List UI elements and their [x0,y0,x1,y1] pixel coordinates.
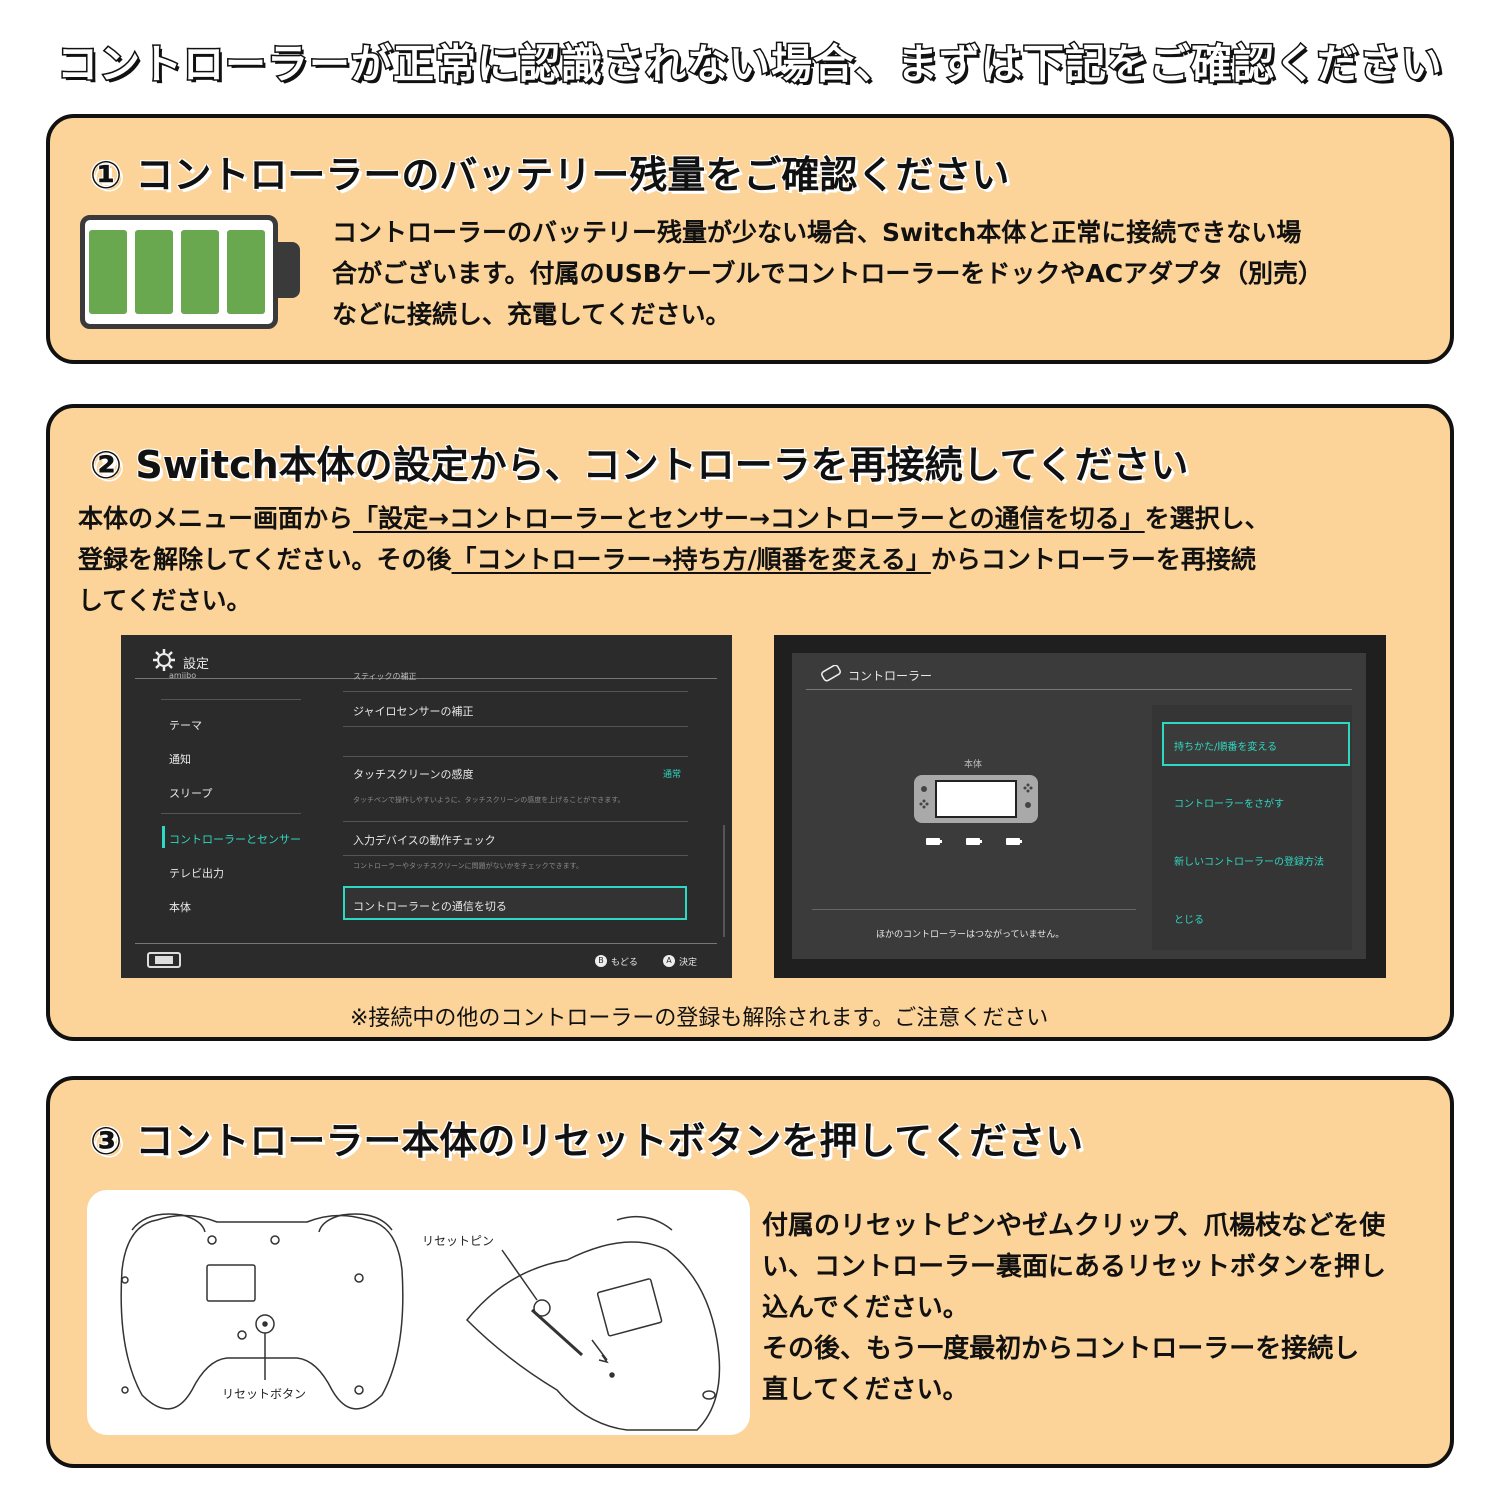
close-button[interactable]: とじる [1174,915,1204,926]
touch-sensitivity-value: 通常 [663,770,682,780]
gyro-calibration-item[interactable]: ジャイロセンサーの補正 [353,705,474,718]
main-title: コントローラーが正常に認識されない場合、まずは下記をご確認ください [56,39,1444,90]
section-reconnect-card: ② Switch本体の設定から、コントローラを再接続してください 本体のメニュー… [46,404,1454,1041]
no-controllers-status: ほかのコントローラーはつながっていません。 [876,930,1065,940]
settings-header: 設定 [183,657,210,672]
sidebar-item-system[interactable]: 本体 [169,901,191,914]
section-reset-title: ③ コントローラー本体のリセットボタンを押してください [90,1119,1084,1163]
register-new-controller-button[interactable]: 新しいコントローラーの登録方法 [1174,857,1324,868]
a-button-icon: A [663,955,675,967]
controller-icon [820,664,842,683]
reset-button-label: リセットボタン [222,1387,307,1401]
change-grip-order-button[interactable]: 持ちかた/順番を変える [1162,722,1350,766]
section-battery-text: コントローラーのバッテリー残量が少ない場合、Switch本体と正常に接続できない… [332,218,1324,329]
switch-console-icon [914,775,1038,823]
controller-back-drawing [120,1213,721,1431]
ok-hint[interactable]: 決定 [679,958,698,968]
console-label: 本体 [964,760,983,770]
section-reset-text: 付属のリセットピンやゼムクリップ、爪楊枝などを使 い、コントローラー裏面にあるリ… [762,1211,1387,1405]
console-icon [147,952,181,968]
input-device-check-item[interactable]: 入力デバイスの動作チェック [353,834,496,847]
reset-pin-label: リセットピン [422,1234,495,1248]
gear-icon [151,647,177,673]
battery-terminal [276,242,300,298]
sidebar-item-theme[interactable]: テーマ [169,719,202,732]
search-controllers-button[interactable]: コントローラーをさがす [1174,799,1284,810]
section-reconnect-title: ② Switch本体の設定から、コントローラを再接続してください [90,443,1189,487]
sidebar-item-tv-output[interactable]: テレビ出力 [169,867,224,880]
battery-icon [80,215,278,329]
section-reconnect-text: 本体のメニュー画面から「設定→コントローラーとセンサー→コントローラーとの通信を… [78,504,1270,615]
section-battery-card: ① コントローラーのバッテリー残量をご確認ください コントローラーのバッテリー残… [46,114,1454,364]
touch-sensitivity-desc: タッチペンで操作しやすいように、タッチスクリーンの感度を上げることができます。 [353,796,625,804]
controller-reset-illustration: リセットボタン リセットピン [87,1190,750,1435]
disconnect-warning-note: ※接続中の他のコントローラーの登録も解除されます。ご注意ください [350,1006,1049,1031]
battery-indicator-icons [924,833,1034,845]
input-device-check-desc: コントローラーやタッチスクリーンに問題がないかをチェックできます。 [353,862,583,870]
sidebar-cut-item: amiibo [169,671,197,680]
controllers-header: コントローラー [848,669,933,683]
b-button-icon: B [595,955,607,967]
section-battery-title: ① コントローラーのバッテリー残量をご確認ください [90,153,1010,197]
sidebar-item-sleep[interactable]: スリープ [169,787,213,800]
sidebar-item-notifications[interactable]: 通知 [169,753,191,766]
settings-screenshot: 設定 amiibo スティックの補正 テーマ 通知 スリープ コントローラーとセ… [121,635,732,978]
sidebar-item-controllers-sensors[interactable]: コントローラーとセンサー [169,833,301,846]
back-hint[interactable]: もどる [611,958,638,968]
cut-top-item: スティックの補正 [353,672,417,681]
controllers-screenshot: コントローラー 本体 ほかのコントローラーはつながっていません。 持ちかた [774,635,1386,978]
section-reset-card: ③ コントローラー本体のリセットボタンを押してください [46,1076,1454,1468]
touch-sensitivity-item[interactable]: タッチスクリーンの感度 [353,768,474,781]
disconnect-controllers-item[interactable]: コントローラーとの通信を切る [343,886,687,920]
